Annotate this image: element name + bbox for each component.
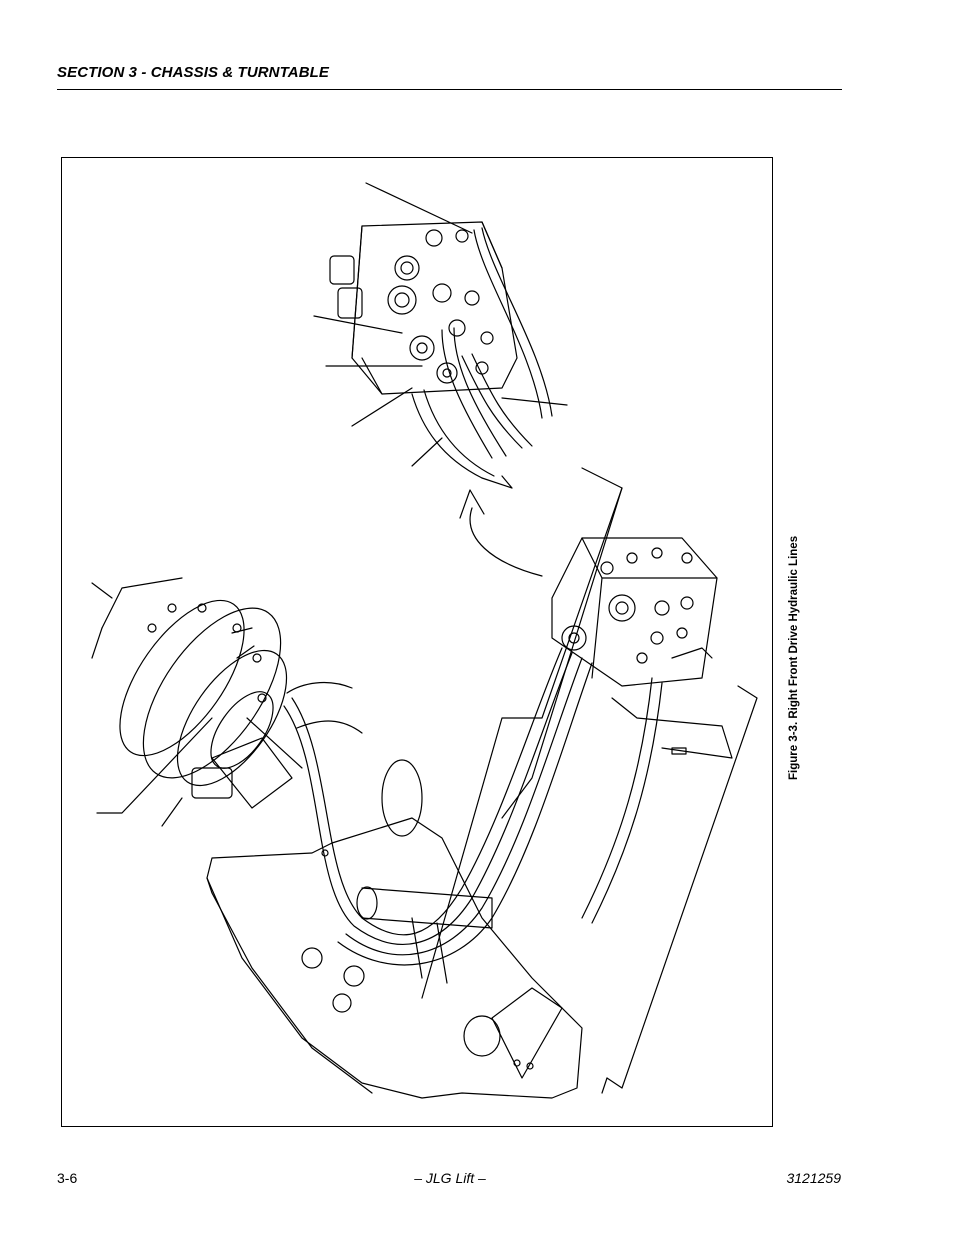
lower-manifold-block bbox=[551, 537, 733, 759]
figure-caption: Figure 3-3. Right Front Drive Hydraulic … bbox=[788, 535, 800, 780]
drive-hub bbox=[91, 577, 303, 827]
header-rule bbox=[57, 89, 842, 90]
document-number: 3121259 bbox=[786, 1170, 841, 1186]
hose-bundle bbox=[283, 647, 663, 966]
hydraulic-lines-illustration bbox=[91, 182, 758, 1099]
mounting-frame bbox=[206, 467, 758, 1099]
figure-frame bbox=[61, 157, 773, 1127]
publisher-footer: – JLG Lift – bbox=[414, 1170, 486, 1186]
detail-arrow bbox=[469, 507, 543, 577]
manifold-block-detail bbox=[313, 182, 568, 489]
page-number: 3-6 bbox=[57, 1170, 78, 1186]
section-title: SECTION 3 - CHASSIS & TURNTABLE bbox=[57, 64, 330, 81]
